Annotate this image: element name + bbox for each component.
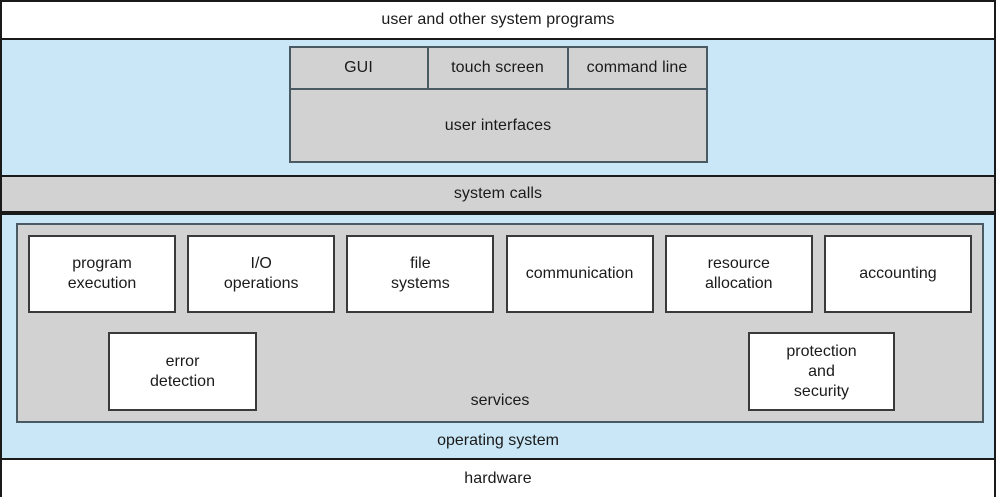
service-error-detection-line2: detection xyxy=(150,372,215,390)
services-primary-row: program execution I/O operations file syste… xyxy=(28,235,972,313)
services-group-label: services xyxy=(470,392,530,409)
user-interfaces-group-label: user interfaces xyxy=(444,116,552,134)
user-interface-modes-row: GUI touch screen command line xyxy=(290,48,706,88)
service-error-detection-line1: error xyxy=(165,352,200,370)
ui-mode-command-line: command line xyxy=(568,48,706,88)
layer-user-programs: user and other system programs xyxy=(2,2,994,38)
service-protection-and-security: protection and security xyxy=(748,332,895,411)
service-file-systems-line1: file xyxy=(410,255,431,272)
services-panel: program execution I/O operations file syste… xyxy=(16,223,984,423)
user-interfaces-group: user interfaces xyxy=(290,88,706,161)
operating-system-label: operating system xyxy=(437,431,559,449)
layer-operating-system: program execution I/O operations file syste… xyxy=(2,213,994,458)
layer-system-calls: system calls xyxy=(2,175,994,213)
service-io-operations-line2: operations xyxy=(223,275,299,292)
service-communication: communication xyxy=(505,235,654,313)
service-accounting-line1: accounting xyxy=(859,265,937,282)
ui-mode-touch-screen: touch screen xyxy=(428,48,569,88)
service-protection-and-security-line2: and xyxy=(808,362,835,380)
service-io-operations: I/O operations xyxy=(187,235,336,313)
service-error-detection: error detection xyxy=(108,332,257,411)
service-accounting: accounting xyxy=(823,235,972,313)
layer-hardware-label: hardware xyxy=(464,469,532,487)
layer-user-programs-label: user and other system programs xyxy=(381,11,615,28)
user-interfaces-panel: GUI touch screen command line user inter… xyxy=(288,46,708,163)
ui-mode-gui: GUI xyxy=(290,48,429,88)
operating-system-label-wrap: operating system xyxy=(2,423,994,458)
layer-system-calls-label: system calls xyxy=(453,185,543,202)
service-resource-allocation: resource allocation xyxy=(664,235,813,313)
ui-mode-gui-label: GUI xyxy=(344,59,373,76)
ui-mode-command-line-label: command line xyxy=(586,59,688,76)
service-protection-and-security-line1: protection xyxy=(786,342,857,360)
service-resource-allocation-line2: allocation xyxy=(704,275,773,292)
ui-mode-touch-screen-label: touch screen xyxy=(451,59,544,76)
service-program-execution-line1: program xyxy=(72,255,132,272)
services-group-label-wrap: services xyxy=(18,392,982,410)
layer-user-interfaces: GUI touch screen command line user inter… xyxy=(2,38,994,175)
service-io-operations-line1: I/O xyxy=(250,255,272,272)
service-file-systems-line2: systems xyxy=(391,275,450,292)
service-protection-and-security-line3: security xyxy=(793,382,850,400)
service-program-execution-line2: execution xyxy=(67,275,137,292)
service-resource-allocation-line1: resource xyxy=(707,255,770,272)
service-program-execution: program execution xyxy=(28,235,176,313)
service-communication-line1: communication xyxy=(525,265,634,282)
service-file-systems: file systems xyxy=(346,235,495,313)
layer-hardware: hardware xyxy=(2,458,994,497)
